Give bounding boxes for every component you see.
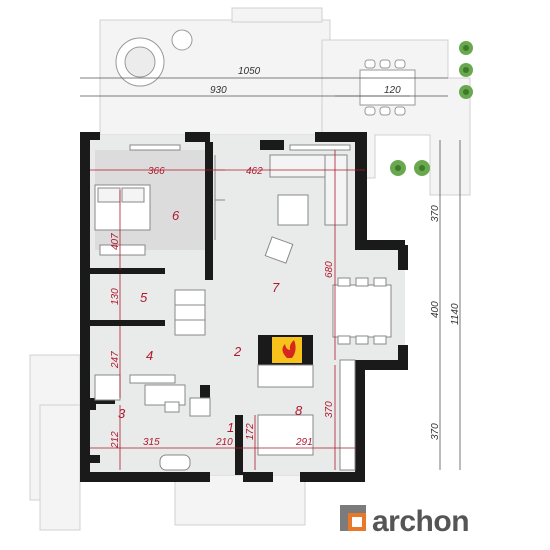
room-label-1: 1 — [227, 420, 234, 435]
room-label-8: 8 — [295, 403, 303, 418]
room-label-6: 6 — [172, 208, 180, 223]
dim-462: 462 — [246, 166, 263, 177]
dim-depth-total: 1140 — [450, 303, 461, 325]
dim-depth-middle: 400 — [430, 301, 441, 318]
dim-370: 370 — [324, 401, 335, 418]
bathtub — [159, 454, 191, 471]
logo-text: archon — [372, 505, 469, 538]
archon-logo: archon — [340, 505, 470, 538]
dim-315: 315 — [143, 437, 160, 448]
room-label-3: 3 — [118, 406, 126, 421]
dim-366: 366 — [148, 166, 165, 177]
dim-130: 130 — [110, 288, 121, 305]
room-label-4: 4 — [146, 348, 153, 363]
dining-table — [332, 284, 392, 338]
room-label-7: 7 — [272, 280, 280, 295]
room-label-5: 5 — [140, 290, 148, 305]
dim-depth-lower: 370 — [430, 423, 441, 440]
dim-172: 172 — [245, 423, 256, 440]
kitchen-counter — [339, 359, 356, 471]
plant-icons — [390, 41, 473, 176]
dim-247: 247 — [110, 351, 121, 369]
dim-407: 407 — [110, 233, 121, 250]
dim-680: 680 — [324, 261, 335, 278]
dim-212: 212 — [110, 431, 121, 449]
room-label-2: 2 — [233, 344, 242, 359]
terrace-furniture — [115, 29, 416, 116]
stairs — [174, 289, 206, 336]
dimension-lines — [80, 77, 461, 470]
fireplace — [257, 335, 314, 388]
dim-terrace-width: 120 — [384, 85, 401, 96]
dim-210: 210 — [215, 437, 233, 448]
dim-partial-width: 930 — [210, 85, 227, 96]
dim-total-width: 1050 — [238, 66, 261, 77]
dim-291: 291 — [295, 437, 313, 448]
coffee-table — [277, 194, 309, 226]
dim-depth-upper: 370 — [430, 205, 441, 222]
walls — [80, 132, 408, 482]
